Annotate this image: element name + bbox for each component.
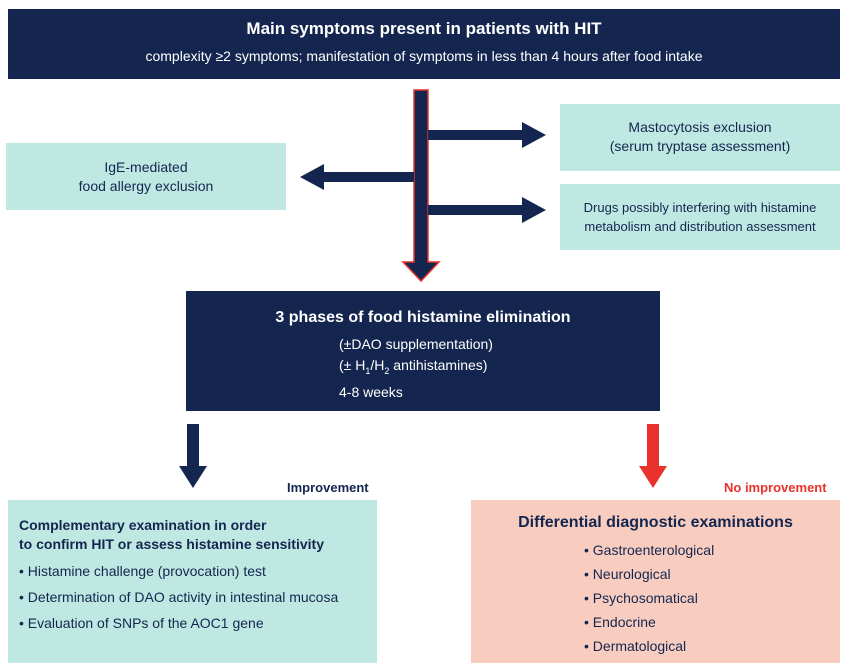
arrow-to-drugs [428, 197, 546, 223]
main-symptoms-title: Main symptoms present in patients with H… [246, 19, 602, 38]
main-symptoms-subtitle: complexity ≥2 symptoms; manifestation of… [145, 48, 703, 64]
complementary-examination-box: Complementary examination in order to co… [8, 500, 377, 663]
improvement-arrow [179, 424, 207, 488]
main-symptoms-box: Main symptoms present in patients with H… [8, 9, 840, 79]
ige-line-1: IgE-mediated [104, 159, 188, 175]
phases-title: 3 phases of food histamine elimination [275, 309, 571, 326]
list-item: • Psychosomatical [584, 590, 698, 606]
dao-line: (±DAO supplementation) [339, 336, 493, 352]
no-improvement-label: No improvement [724, 480, 827, 495]
complementary-head-2: to confirm HIT or assess histamine sensi… [19, 536, 324, 552]
masto-line-1: Mastocytosis exclusion [628, 119, 772, 135]
ige-allergy-exclusion-box: IgE-mediated food allergy exclusion [6, 143, 286, 210]
list-item: • Histamine challenge (provocation) test [19, 563, 266, 579]
list-item: • Neurological [584, 566, 671, 582]
list-item: • Gastroenterological [584, 542, 715, 558]
drugs-line-1: Drugs possibly interfering with histamin… [583, 200, 817, 215]
no-improvement-arrow [639, 424, 667, 488]
list-item: • Dermatological [584, 638, 687, 654]
arrow-to-mastocytosis [428, 122, 546, 148]
ige-line-2: food allergy exclusion [78, 178, 214, 194]
drugs-assessment-box: Drugs possibly interfering with histamin… [560, 184, 840, 250]
differential-list: • Gastroenterological • Neurological • P… [584, 538, 714, 658]
differential-head: Differential diagnostic examinations [518, 514, 793, 531]
arrow-to-ige [300, 164, 414, 190]
list-item: • Determination of DAO activity in intes… [19, 589, 339, 605]
mastocytosis-exclusion-box: Mastocytosis exclusion (serum tryptase a… [560, 104, 840, 171]
drugs-line-2: metabolism and distribution assessment [584, 219, 816, 234]
main-down-arrow [401, 89, 441, 283]
list-item: • Endocrine [584, 614, 656, 630]
duration-line: 4-8 weeks [339, 383, 403, 400]
elimination-phases-box: 3 phases of food histamine elimination (… [186, 291, 660, 411]
antihistamines-line: (± H1/H2 antihistamines) [339, 357, 488, 376]
complementary-list: • Histamine challenge (provocation) test… [19, 558, 377, 636]
differential-examinations-box: Differential diagnostic examinations • G… [471, 500, 840, 663]
improvement-label: Improvement [287, 480, 369, 495]
masto-line-2: (serum tryptase assessment) [609, 138, 791, 154]
complementary-head-1: Complementary examination in order [19, 517, 267, 533]
list-item: • Evaluation of SNPs of the AOC1 gene [19, 615, 264, 631]
